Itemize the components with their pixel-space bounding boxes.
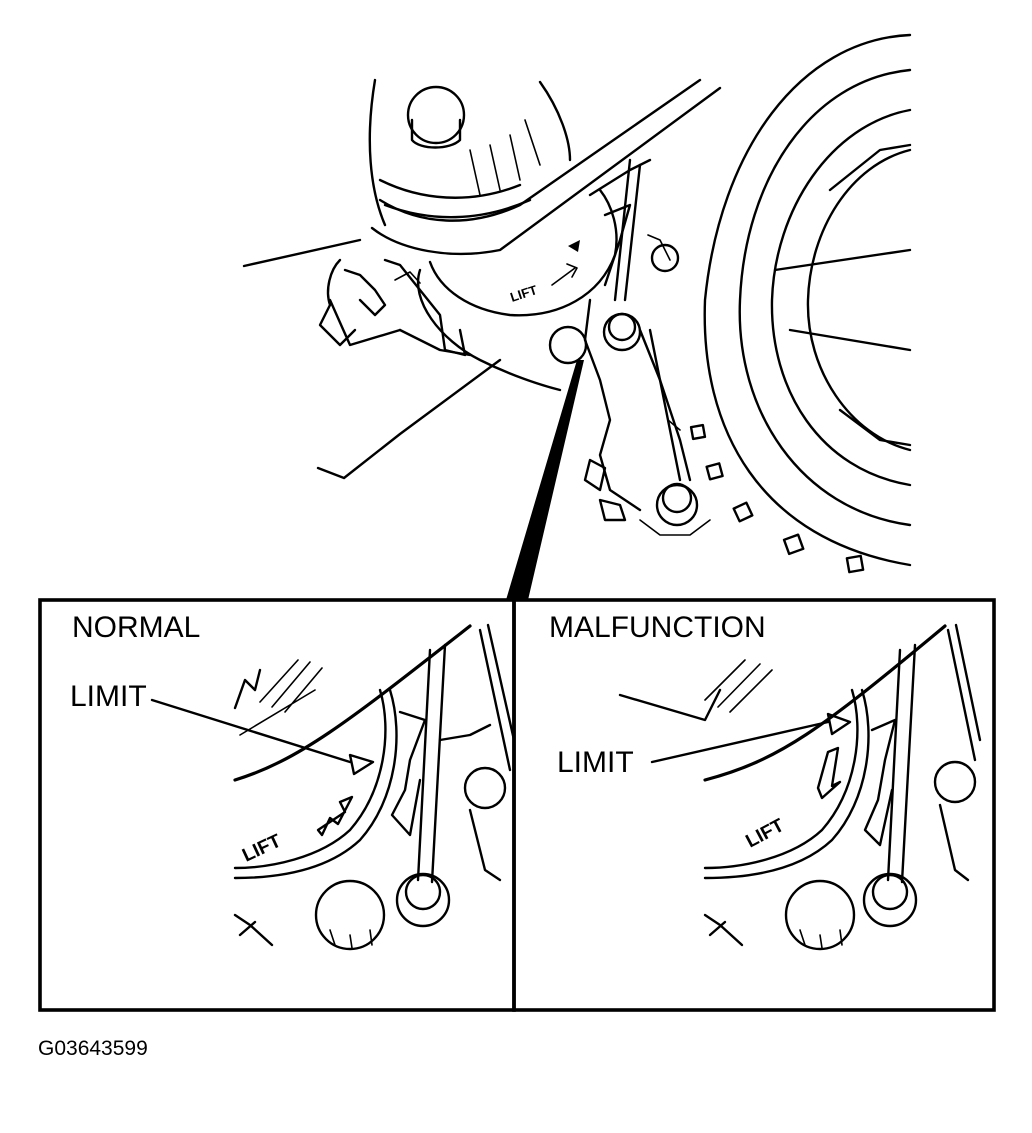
callout-wedge: [506, 360, 584, 600]
malfunction-lift-label: LIFT: [742, 815, 788, 853]
normal-lift-label: LIFT: [239, 830, 285, 866]
malfunction-limit-mark: [826, 712, 852, 736]
crank-sprocket: [689, 33, 912, 574]
normal-leader-line: [150, 698, 352, 764]
normal-limit-mark: [348, 753, 375, 776]
normal-limit-label: LIMIT: [70, 680, 147, 713]
engine-illustration: LIFT: [242, 33, 912, 600]
timing-belt: [370, 78, 722, 256]
left-bracket: [318, 258, 467, 357]
malfunction-inset: MALFUNCTION LIMIT LIFT: [512, 598, 996, 1012]
normal-title: NORMAL: [72, 611, 200, 644]
normal-inset: NORMAL LIMIT LIFT: [38, 598, 516, 1012]
figure-code: G03643599: [38, 1037, 148, 1060]
malfunction-leader-line: [650, 720, 830, 764]
malfunction-limit-label: LIMIT: [557, 746, 634, 779]
adjusting-arm: [548, 158, 711, 536]
upper-pulley: [368, 78, 572, 227]
malfunction-title: MALFUNCTION: [549, 611, 766, 644]
main-limit-triangle: [568, 240, 580, 252]
main-lift-label: LIFT: [508, 282, 539, 305]
